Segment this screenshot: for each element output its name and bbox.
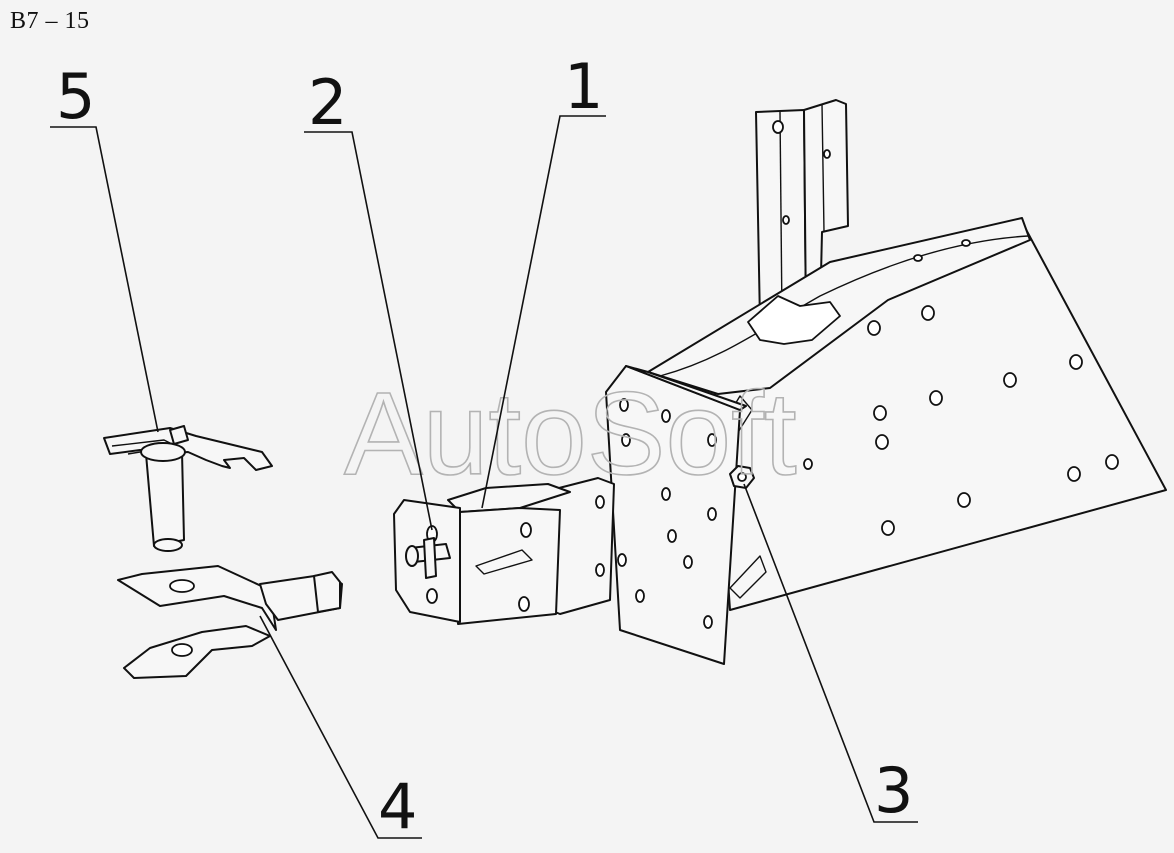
leader-4 — [259, 615, 422, 839]
leader-3 — [743, 483, 918, 823]
pin-body — [145, 451, 185, 547]
receiver-block — [393, 477, 615, 625]
leader-5 — [50, 126, 159, 433]
receiver-pin-head — [405, 545, 419, 567]
fork-lower-arm — [123, 625, 271, 679]
callout-4: 4 — [378, 770, 417, 843]
rail-cutout — [747, 295, 841, 345]
callout-2: 2 — [308, 66, 347, 139]
clip-plate — [103, 427, 273, 471]
watermark-text: AutoSoft — [344, 368, 797, 500]
leader-lines — [50, 115, 918, 839]
pin-with-clip — [103, 425, 273, 552]
callout-1: 1 — [564, 50, 603, 123]
fork-bracket — [117, 565, 343, 679]
rail-top-flange — [647, 217, 1031, 395]
frame-rail-assembly — [605, 99, 1167, 665]
leader-2 — [304, 131, 433, 531]
callout-5: 5 — [56, 60, 95, 133]
callout-3: 3 — [874, 754, 913, 827]
leader-1 — [481, 115, 606, 509]
sheet-code: B7 – 15 — [10, 8, 90, 34]
fork-upper-arm — [117, 565, 277, 631]
